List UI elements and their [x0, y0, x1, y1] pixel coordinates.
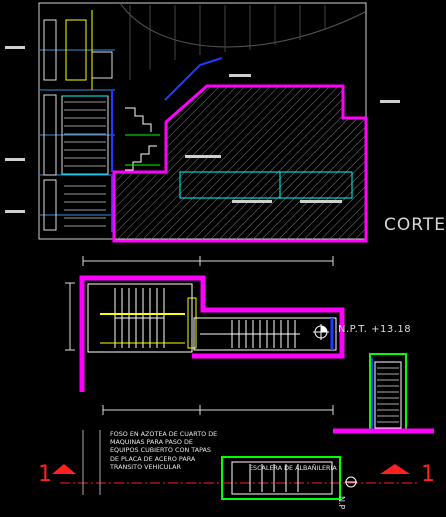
plan-dimension-line [65, 256, 334, 351]
facade-lines [129, 5, 326, 80]
shaft-note: FOSO EN AZOTEA DE CUARTO DE MAQUINAS PAR… [110, 430, 218, 471]
cut-arrow-right [380, 464, 410, 474]
landing-yellow [187, 297, 197, 349]
section-title: CORTE [384, 215, 446, 235]
section-stair [125, 107, 160, 171]
stair-outline-green [221, 456, 341, 500]
lower-stair-treads [200, 320, 300, 348]
plan-wall-magenta [79, 275, 345, 392]
level-target-icon [313, 324, 329, 340]
upper-stair-treads [114, 288, 165, 348]
stair-label: ESCALERA DE ALBAÑILERIA [249, 464, 337, 472]
cut-arrow-left [52, 464, 76, 474]
upper-stair-box [87, 283, 193, 353]
section-notes [5, 46, 400, 213]
npt-tail-label: N.P [337, 496, 346, 510]
left-structure [43, 10, 113, 231]
section-view [5, 2, 400, 243]
lower-stair-box [193, 317, 337, 351]
cut-mark-left: 1 [38, 462, 52, 487]
elevator-detail [333, 353, 434, 434]
concrete-slab-hatch [112, 84, 368, 243]
blue-outline [111, 57, 223, 232]
lower-dimension-line [102, 405, 334, 415]
cut-line-1-1 [52, 430, 420, 500]
npt-level-label: N.P.T. +13.18 [338, 324, 412, 335]
cyan-equipment-outline [179, 171, 353, 199]
floor-lines [40, 49, 115, 216]
cut-mark-right: 1 [421, 462, 435, 487]
curved-facade [119, 2, 366, 48]
plan-view [65, 256, 345, 415]
